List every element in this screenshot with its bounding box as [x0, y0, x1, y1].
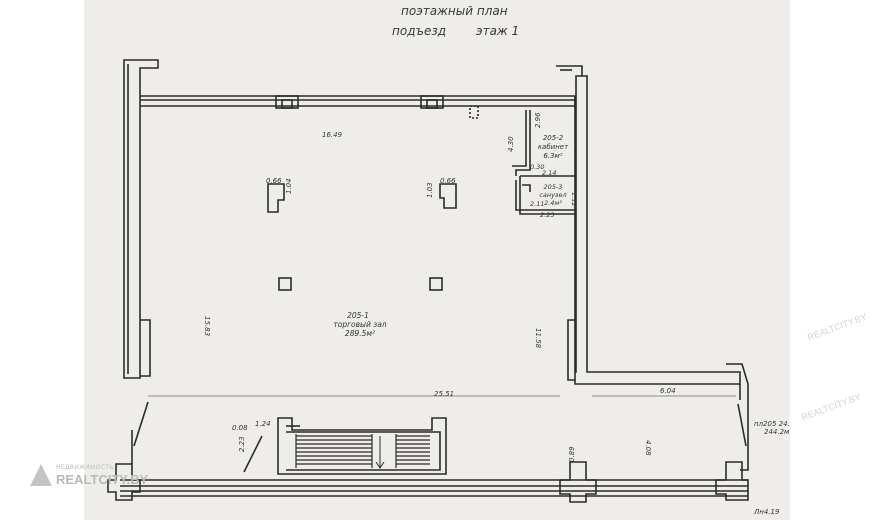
dim-pier: 0.89 — [568, 446, 576, 462]
stair-steps-right — [395, 434, 430, 468]
dim-lower-left: 2.23 — [238, 436, 246, 452]
cabinet-wall — [515, 110, 531, 176]
dim-right-height: 11.58 — [534, 328, 542, 349]
top-wall-dash — [469, 105, 479, 119]
dim-cabinet-depth: 2.96 — [534, 112, 542, 128]
dim-cabinet-height: 4.30 — [507, 136, 515, 152]
dim-stair-width: 1.24 — [255, 420, 271, 428]
watermark-logo-icon — [30, 464, 52, 486]
wc-left-2 — [515, 180, 575, 211]
stair-door — [243, 435, 263, 473]
dim-column-right-h: 1.03 — [426, 182, 434, 198]
dim-step-width: 6.04 — [660, 387, 676, 395]
floor-plan-drawing: 16.49 15.83 11.58 25.51 6.04 4.08 4.30 2… — [107, 59, 790, 516]
dim-cabinet-door: 0.30 — [530, 163, 544, 171]
stair-steps-left — [295, 434, 373, 468]
dim-cabinet-width: 2.14 — [542, 169, 556, 177]
wc-door — [522, 184, 531, 192]
top-wall — [140, 95, 576, 107]
plan-title: поэтажный план — [401, 4, 508, 18]
cabinet-wall-2 — [512, 110, 527, 167]
corner-note: Лн4.19 — [753, 508, 780, 516]
pier-middle — [559, 461, 597, 503]
column-mid-left — [278, 277, 292, 291]
right-wall-top — [556, 65, 583, 373]
plan-sheet: поэтажный план подъезд этаж 1 — [84, 0, 790, 520]
room-205-3-id: 205-3 — [544, 183, 563, 191]
left-wall — [123, 59, 159, 379]
column-left — [267, 183, 285, 213]
column-right — [439, 183, 457, 209]
floor-label: этаж 1 — [476, 24, 520, 38]
wc-left — [519, 176, 575, 215]
room-205-1-name: торговый зал — [333, 320, 386, 329]
dim-wc-depth: 2.11 — [530, 200, 544, 208]
top-pier-left-notch — [281, 99, 293, 109]
watermark-faint-1: REALTCITY.BY — [806, 311, 869, 343]
side-note-line2: 244.2м — [764, 428, 790, 436]
dim-column-left-w: 0.66 — [266, 177, 282, 185]
column-mid-right — [429, 277, 443, 291]
dim-wc-height: 1.12 — [570, 192, 578, 206]
side-note-line1: пл205 24.18м — [754, 420, 790, 428]
dim-lower-right-height: 4.08 — [644, 440, 652, 456]
room-205-2-id: 205-2 — [543, 134, 564, 142]
stair-frame — [277, 417, 447, 475]
dim-top-width: 16.49 — [322, 131, 343, 139]
door-right-leaf — [737, 403, 747, 447]
room-205-1-id: 205-1 — [347, 311, 369, 320]
stair-arrow — [375, 436, 385, 469]
dim-column-left-h: 1.04 — [285, 178, 293, 194]
left-wall-niche — [140, 319, 151, 377]
room-205-2-name: кабинет — [538, 143, 569, 151]
right-wall-niche — [567, 319, 575, 381]
room-205-3-area: 2.4м² — [544, 199, 562, 207]
pier-left — [107, 463, 141, 501]
dim-column-right-w: 0.66 — [440, 177, 456, 185]
watermark-brand-small: НЕДВИЖИМОСТЬ — [56, 465, 114, 471]
door-left-leaf — [133, 401, 149, 447]
dim-stair-gap: 0.08 — [232, 424, 248, 432]
right-wall — [574, 75, 741, 385]
watermark-faint-2: REALTCITY.BY — [800, 391, 863, 423]
watermark-brand: REALTCITY.BY — [56, 472, 149, 487]
dim-left-height: 15.83 — [203, 316, 211, 336]
entrance-label: подъезд — [392, 24, 447, 38]
room-205-2-area: 6.3м² — [543, 152, 562, 160]
top-pier-right-notch — [426, 99, 438, 109]
pier-right — [715, 461, 749, 501]
room-205-3-name: санузел — [539, 191, 566, 199]
dim-wc-width: 2.23 — [540, 211, 554, 219]
lower-right-wall — [726, 363, 749, 471]
dim-bottom-width: 25.51 — [434, 390, 454, 398]
room-205-1-area: 289.5м² — [345, 329, 375, 338]
stair-frame-inner — [286, 431, 441, 471]
